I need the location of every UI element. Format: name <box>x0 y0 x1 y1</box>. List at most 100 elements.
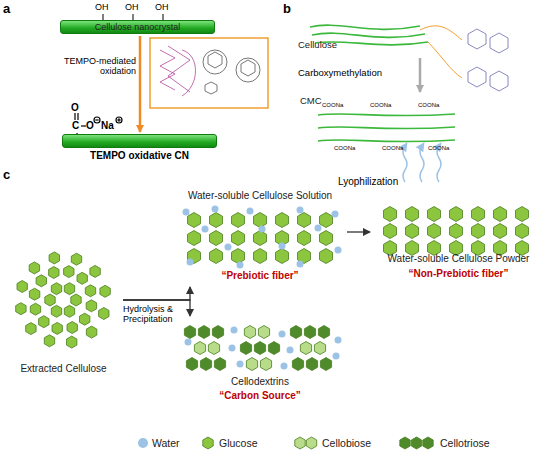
cmc-strands <box>318 114 455 142</box>
group-node: Cellulose <box>296 18 460 56</box>
glucose-hexagon <box>472 224 485 239</box>
glucose-hexagon <box>17 281 27 293</box>
glucose-hexagon <box>30 303 40 315</box>
water-dot <box>287 347 294 354</box>
legend-label: Cellotriose <box>440 437 490 449</box>
glucose-hexagon <box>320 358 331 371</box>
glucose-hexagon <box>320 231 333 246</box>
glucose-hexagon <box>71 294 81 306</box>
node-label: Water-soluble Cellulose Powder <box>372 253 545 265</box>
glucose-hexagon <box>306 358 317 371</box>
glucose-units <box>16 206 529 450</box>
chem-label: OH <box>155 2 169 12</box>
glucose-hexagon <box>86 326 96 338</box>
glucose-hexagon <box>290 326 301 339</box>
glucose-hexagon <box>428 224 441 239</box>
glucose-hexagon <box>318 326 329 339</box>
glucose-hexagon <box>320 213 333 228</box>
glucose-hexagon <box>384 224 397 239</box>
glucose-hexagon <box>276 249 289 264</box>
glucose-hexagon <box>51 283 61 295</box>
legend-label: Water <box>152 437 180 449</box>
glucose-hexagon <box>64 283 74 295</box>
glucose-hexagon <box>244 326 255 339</box>
glucose-hexagon <box>188 213 201 228</box>
glucose-hexagon <box>384 207 397 222</box>
glucose-hexagon <box>292 358 303 371</box>
glucose-hexagon <box>67 336 77 348</box>
water-dot <box>237 262 244 269</box>
process-arrow <box>123 287 190 300</box>
glucose-hexagon <box>295 437 305 449</box>
node-label: Cellodextrins <box>175 376 345 388</box>
glucose-hexagon <box>254 213 267 228</box>
glucose-hexagon <box>194 342 205 355</box>
glucose-hexagon <box>304 326 315 339</box>
chem-label: OH <box>125 2 139 12</box>
group-node: Water-soluble Cellulose Powder“Non-Prebi… <box>372 190 545 285</box>
carboxylate-bonds <box>75 113 122 134</box>
chem-label: COONa <box>418 102 439 109</box>
water-dot <box>229 345 236 352</box>
water-dot <box>297 207 304 214</box>
glucose-hexagon <box>77 272 87 284</box>
glucose-hexagon <box>240 342 251 355</box>
glucose-hexagon <box>210 231 223 246</box>
group-node: Water-soluble Cellulose Solution “Prebiot… <box>175 190 345 285</box>
water-dot <box>335 247 342 254</box>
glucose-hexagon <box>472 207 485 222</box>
water-dot <box>279 331 286 338</box>
chem-label: COONa <box>334 145 355 152</box>
glucose-hexagon <box>494 224 507 239</box>
group-node: Cellodextrins“Carbon Source” <box>175 318 345 410</box>
glucose-hexagon <box>232 249 245 264</box>
water-dot <box>237 361 244 368</box>
water-dot <box>279 243 286 250</box>
chem-label: C <box>72 120 79 132</box>
water-dot <box>212 206 219 213</box>
glucose-hexagon <box>186 358 197 371</box>
glucose-hexagon <box>298 231 311 246</box>
chem-label: O <box>71 102 79 114</box>
glucose-hexagon <box>44 335 54 347</box>
glucose-hexagon <box>210 213 223 228</box>
glucose-hexagon <box>67 322 77 334</box>
process-arrow <box>347 231 370 232</box>
node-label: “Prebiotic fiber” <box>175 270 345 282</box>
glucose-hexagon <box>232 213 245 228</box>
edge-label: TEMPO-mediated oxidation <box>62 56 136 77</box>
water-dot <box>332 211 339 218</box>
chem-label: OH <box>95 2 109 12</box>
glucose-hexagon <box>450 207 463 222</box>
water-dot <box>259 226 266 233</box>
node-label: Water-soluble Cellulose Solution <box>175 190 345 202</box>
water-dot <box>202 226 209 233</box>
panel-letter: b <box>283 2 291 17</box>
glucose-hexagon <box>214 358 225 371</box>
glucose-hexagon <box>254 342 265 355</box>
group-node: Extracted Cellulose <box>5 235 122 385</box>
glucose-hexagon <box>51 305 61 317</box>
water-dot <box>281 363 288 370</box>
water-dot <box>315 225 322 232</box>
chem-label: Na <box>101 120 114 132</box>
glucose-hexagon <box>246 358 257 371</box>
water-dot <box>297 261 304 268</box>
glucose-hexagon <box>64 305 74 317</box>
chem-label: COONa <box>428 145 449 152</box>
glucose-hexagon <box>411 437 421 449</box>
edge-label: Carboxymethylation <box>298 68 408 79</box>
glucose-hexagon <box>276 213 289 228</box>
water-dot <box>247 208 254 215</box>
glucose-hexagon <box>254 231 267 246</box>
glucose-hexagon <box>49 267 59 279</box>
glucose-hexagon <box>428 207 441 222</box>
glucose-hexagon <box>200 358 211 371</box>
water-dot <box>335 337 342 344</box>
lyophilization-vapor <box>403 146 441 182</box>
process-arrow <box>419 58 422 92</box>
glucose-hexagon <box>86 300 96 312</box>
glucose-hexagon <box>306 437 316 449</box>
edge-label: Hydrolysis & Precipitation <box>123 304 185 325</box>
glucose-hexagon <box>516 207 529 222</box>
